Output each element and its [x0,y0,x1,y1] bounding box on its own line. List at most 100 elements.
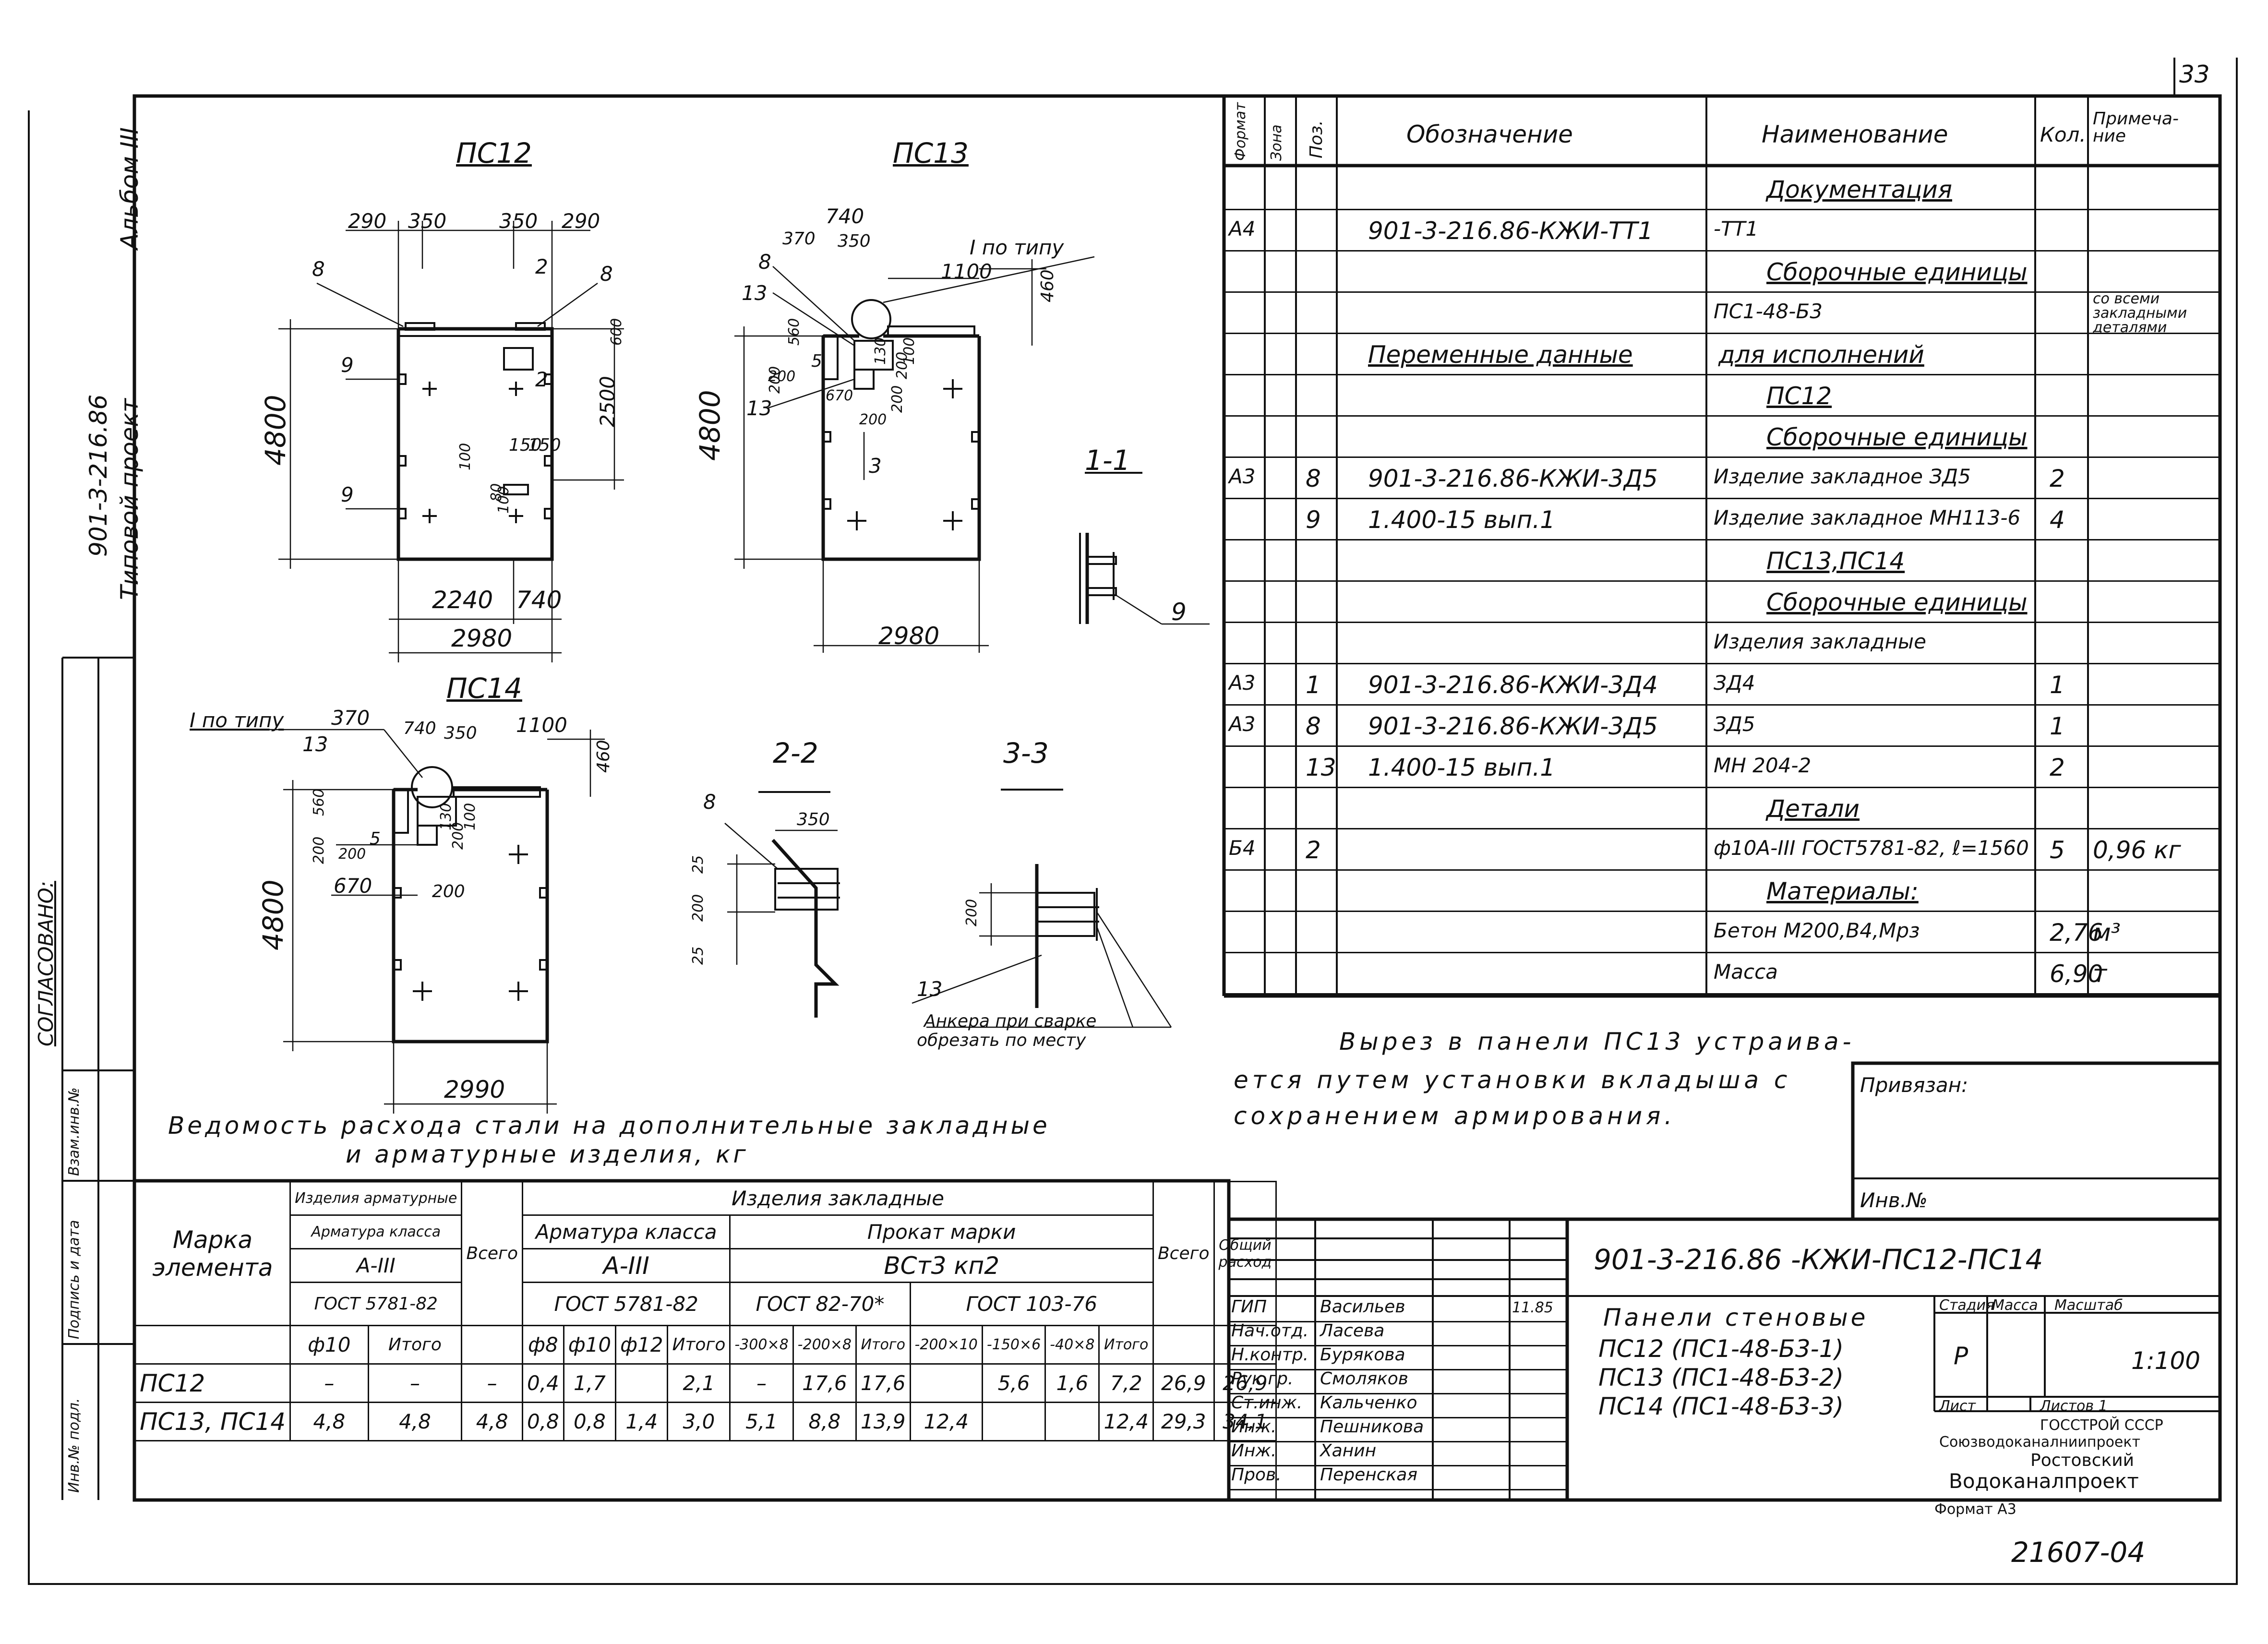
spec-cell-n: ПС13,ПС14 [1766,547,1905,575]
dim: 4800 [257,879,289,950]
steel-cell: 0,8 [521,1402,564,1441]
stamp-role: Нач.отд. [1231,1321,1309,1341]
pos-label: 5 [370,829,381,849]
spec-row-divider [1224,415,2220,417]
steel-h-armkl2: Арматура класса [521,1214,731,1249]
steel-cell: 0,8 [563,1402,617,1441]
callout-I-pc14: I по типу [190,708,284,732]
pc13-drawing [734,256,1095,653]
dim: 200 [432,882,465,901]
dim: 130 [438,803,455,830]
steel-h-gost: ГОСТ 5781-82 [289,1282,463,1326]
spec-cell-p: 2 [1306,836,1321,864]
spec-cell-n: Сборочные единицы [1766,588,2028,616]
pos-label: 13 [742,281,768,305]
steel-h-vsego: Всего [461,1181,523,1326]
spec-cell-n: ПС1-48-Б3 [1714,300,1823,323]
dim: 25 [690,855,707,874]
steel-h-a3b: А-III [521,1248,731,1283]
spec-cell-n: -ТТ1 [1714,217,1759,240]
privyazan-inv: Инв.№ [1860,1188,1928,1212]
stamp-item: ПС13 (ПС1-48-Б3-2) [1598,1364,1844,1392]
spec-cell-f: А3 [1229,671,1256,695]
steel-cell: 29,3 [1152,1402,1215,1441]
spec-cell-n: ЗД5 [1714,712,1755,736]
steel-h-prokat: Прокат марки [729,1214,1154,1249]
dim: 25 [690,946,707,965]
stamp-person: Кальченко [1320,1393,1417,1413]
spec-cell-n: Бетон М200,В4,Мрз [1714,919,1920,942]
stamp-org4: Водоканалпроект [1949,1469,2139,1493]
stamp-org1: ГОССТРОЙ СССР [2040,1417,2163,1434]
steel-title-1: Ведомость расхода стали на дополнительны… [168,1112,1050,1140]
spec-row-divider [1224,663,2220,664]
note-line-1: Вырез в панели ПС13 устраива- [1339,1028,1855,1056]
dim: 740 [516,586,562,614]
spec-row-divider [1224,580,2220,582]
spec-cell-f: А3 [1229,712,1256,736]
spec-row-divider [1224,209,2220,210]
stamp-stage: Р [1954,1342,1968,1370]
spec-cell-p: 1 [1306,671,1321,699]
inv-podl-label: Инв.№ подл. [66,1398,83,1493]
steel-cell [1044,1402,1100,1441]
stamp-row-divider [1229,1465,1567,1466]
dim: 600 [608,318,625,346]
dim: 290 [348,209,387,233]
pos-label: 3 [869,454,882,478]
dim: 350 [408,209,447,233]
spec-cell-f: А4 [1229,217,1256,240]
stamp-listov: Листов 1 [2040,1398,2108,1415]
steel-cell: 1,4 [615,1402,669,1441]
spec-header-pos: Поз. [1307,120,1326,158]
steel-cell: 4,8 [367,1402,463,1441]
anchor-note: Анкера при сварке [924,1011,1097,1031]
spec-header-name: Наименование [1762,120,1948,148]
steel-h-itogo3: Итого [855,1325,911,1365]
stamp-role: Инж. [1231,1441,1277,1461]
stamp-org2: Союзводоканалниипроект [1939,1434,2140,1451]
sheet-number: 33 [2179,60,2210,88]
pc13-title: ПС13 [893,137,969,169]
pos-label: 9 [341,353,354,377]
spec-cell-p: 9 [1306,506,1321,534]
spec-row-divider [1224,333,2220,334]
steel-cell: 5,1 [729,1402,794,1441]
spec-cell-d: 901-3-216.86-КЖИ-3Д5 [1368,465,1658,492]
pc12-drawing [278,221,624,662]
stamp-role: Пров. [1231,1465,1282,1485]
dim: 200 [963,899,980,926]
steel-cell: 2,1 [667,1363,731,1403]
dim: 740 [826,204,864,228]
steel-cell: 1,6 [1044,1363,1100,1403]
spec-row-divider [1224,498,2220,499]
steel-cell: – [461,1363,523,1403]
s33-title: 3-3 [1003,737,1049,769]
steel-h-itogo4: Итого [1098,1325,1154,1365]
spec-row-divider [1224,993,2220,995]
dim: 4800 [694,390,726,461]
stamp-code: 901-3-216.86 -КЖИ-ПС12-ПС14 [1594,1243,2043,1276]
pos-label: 2 [535,255,548,278]
dim: 2500 [596,376,619,427]
stamp-format: Формат А3 [1934,1501,2016,1518]
steel-cell: 17,6 [855,1363,911,1403]
stamp-role: ГИП [1231,1297,1267,1317]
spec-row-divider [1224,250,2220,252]
stamp-role: Н.контр. [1231,1345,1309,1365]
dim: 670 [826,387,853,404]
steel-h-f8: ф8 [521,1325,564,1365]
spec-cell-nt: м³ [2093,919,2121,947]
spec-cell-q: 6,90 [2050,960,2103,988]
dim: 4800 [259,395,292,466]
stamp-org3: Ростовский [2030,1451,2135,1470]
steel-h-arm: Изделия арматурные [289,1181,463,1216]
steel-h-itogo2: Итого [667,1325,731,1365]
steel-cell: 12,4 [909,1402,983,1441]
spec-cell-p: 13 [1306,754,1336,781]
spec-cell-n: ф10А-III ГОСТ5781-82, ℓ=1560 [1714,836,2029,860]
dim: 290 [562,209,600,233]
dim: 1100 [516,713,567,737]
steel-cell [909,1363,983,1403]
spec-cell-n: Материалы: [1766,877,1919,905]
